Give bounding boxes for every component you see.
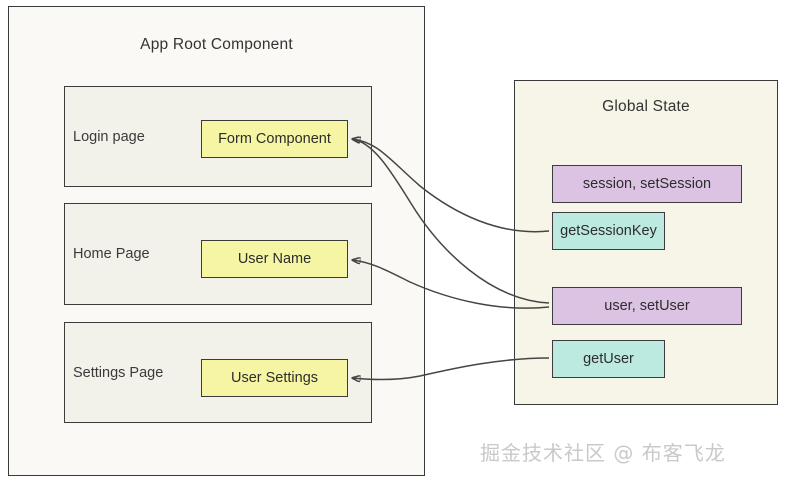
- state-session-setsession-label: session, setSession: [582, 176, 712, 192]
- page-label-login: Login page: [73, 128, 145, 145]
- getter-getsessionkey[interactable]: getSessionKey: [552, 212, 665, 250]
- global-state-title: Global State: [602, 98, 690, 115]
- watermark-text: 掘金技术社区 @ 布客飞龙: [480, 441, 726, 465]
- component-user-name[interactable]: User Name: [201, 240, 348, 278]
- state-user-setuser[interactable]: user, setUser: [552, 287, 742, 325]
- getter-getuser[interactable]: getUser: [552, 340, 665, 378]
- state-user-setuser-label: user, setUser: [604, 298, 690, 314]
- getter-getsessionkey-label: getSessionKey: [560, 223, 657, 239]
- component-user-name-label: User Name: [237, 251, 312, 267]
- state-session-setsession[interactable]: session, setSession: [552, 165, 742, 203]
- component-form-component-label: Form Component: [218, 131, 331, 147]
- getter-getuser-label: getUser: [583, 351, 634, 367]
- component-user-settings[interactable]: User Settings: [201, 359, 348, 397]
- page-label-settings: Settings Page: [73, 364, 164, 381]
- app-root-component-title: App Root Component: [140, 36, 293, 53]
- page-label-home: Home Page: [73, 246, 150, 262]
- component-user-settings-label: User Settings: [230, 370, 319, 386]
- component-form-component[interactable]: Form Component: [201, 120, 348, 158]
